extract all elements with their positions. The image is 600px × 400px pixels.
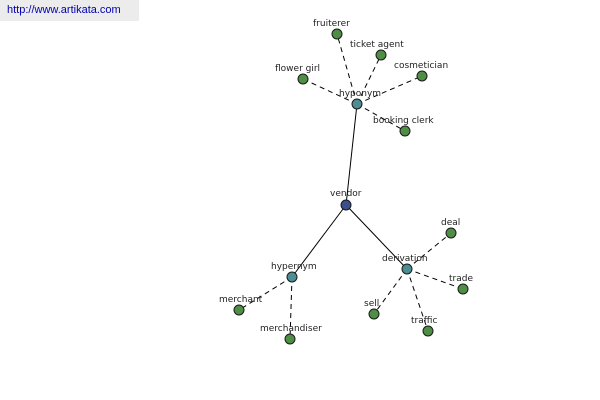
edge-vendor-hypernym [291,204,347,278]
leaf-node-label: fruiterer [313,19,350,29]
leaf-node-label: booking clerk [373,116,434,126]
node-ticket-agent[interactable]: ticket agent [350,40,404,61]
graph-nodes: vendor hyponym fruiterer ticket agent cosmet… [219,19,473,345]
node-traffic[interactable]: traffic [411,316,437,337]
node-booking-clerk[interactable]: booking clerk [373,116,434,137]
leaf-node-circle[interactable] [368,308,380,320]
leaf-node-label: flower girl [275,64,320,74]
relation-node-label: derivation [382,254,428,264]
leaf-node-circle[interactable] [399,125,411,137]
leaf-node-label: ticket agent [350,40,404,50]
leaf-node-circle[interactable] [416,70,428,82]
leaf-node-circle[interactable] [331,28,343,40]
leaf-node-label: merchandiser [260,324,322,334]
leaf-node-circle[interactable] [422,325,434,337]
edge-derivation-sell [373,268,408,315]
relation-node-label: hypernym [271,262,317,272]
node-hyponym[interactable]: hyponym [339,89,381,110]
leaf-node-label: sell [364,299,379,309]
edge-derivation-trade [406,268,464,290]
leaf-node-circle[interactable] [297,73,309,85]
relation-node-circle[interactable] [286,271,298,283]
relation-node-circle[interactable] [401,263,413,275]
leaf-node-label: deal [441,218,460,228]
watermark-url: http://www.artikata.com [0,0,139,21]
edge-hypernym-merchant [238,276,293,311]
edge-vendor-hyponym [345,103,358,206]
graph-edges [238,33,464,340]
leaf-node-label: cosmetician [394,61,448,71]
leaf-node-label: trade [449,274,473,284]
node-trade[interactable]: trade [449,274,473,295]
edge-derivation-deal [406,232,452,270]
node-derivation[interactable]: derivation [382,254,428,275]
edge-hyponym-fruiterer [336,33,358,105]
node-flower-girl[interactable]: flower girl [275,64,320,85]
node-cosmetician[interactable]: cosmetician [394,61,448,82]
leaf-node-circle[interactable] [233,304,245,316]
node-fruiterer[interactable]: fruiterer [313,19,350,40]
relation-node-label: hyponym [339,89,381,99]
leaf-node-label: merchant [219,295,263,305]
edge-hyponym-flower-girl [302,78,358,105]
leaf-node-circle[interactable] [284,333,296,345]
node-deal[interactable]: deal [441,218,460,239]
edge-derivation-traffic [406,268,429,332]
edge-hyponym-ticket-agent [356,54,382,105]
relation-node-circle[interactable] [351,98,363,110]
center-node-label: vendor [330,189,362,199]
node-vendor[interactable]: vendor [330,189,362,211]
center-node-circle[interactable] [340,199,352,211]
leaf-node-circle[interactable] [457,283,469,295]
node-hypernym[interactable]: hypernym [271,262,317,283]
leaf-node-label: traffic [411,316,437,326]
node-sell[interactable]: sell [364,299,380,320]
leaf-node-circle[interactable] [445,227,457,239]
node-merchandiser[interactable]: merchandiser [260,324,322,345]
edge-vendor-derivation [345,204,408,270]
edge-hypernym-merchandiser [289,276,293,340]
edge-hyponym-cosmetician [356,75,423,105]
edge-hyponym-booking-clerk [356,103,406,132]
leaf-node-circle[interactable] [375,49,387,61]
node-merchant[interactable]: merchant [219,295,263,316]
